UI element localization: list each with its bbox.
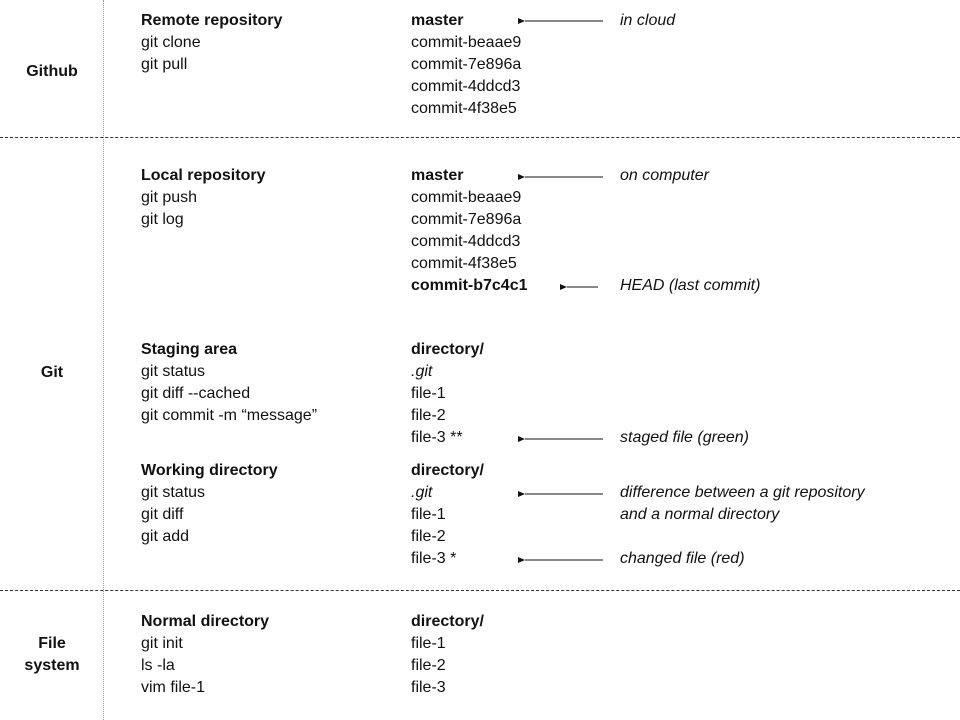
staging-file: file-2 <box>411 407 446 424</box>
working-command: git diff <box>141 506 184 523</box>
working-title: Working directory <box>141 462 278 479</box>
staging-file: file-1 <box>411 385 446 402</box>
normal-title: Normal directory <box>141 613 270 630</box>
normal-command: git init <box>141 635 183 652</box>
normal-command: vim file-1 <box>141 679 206 696</box>
staging-command: git diff --cached <box>141 385 251 402</box>
normal-file: file-2 <box>411 657 446 674</box>
local-title: Local repository <box>141 167 266 184</box>
section-label-filesystem: File system <box>0 633 104 677</box>
staging-file: file-3 ** <box>411 429 463 446</box>
remote-commit: commit-4ddcd3 <box>411 78 521 95</box>
remote-commit: commit-4f38e5 <box>411 100 517 117</box>
working-file: file-3 * <box>411 550 457 567</box>
local-commit: commit-4ddcd3 <box>411 233 521 250</box>
working-file: .git <box>411 484 433 501</box>
working-command: git status <box>141 484 206 501</box>
working-note-git-line2: and a normal directory <box>620 506 780 523</box>
staging-note: staged file (green) <box>620 429 749 446</box>
section-label-github: Github <box>26 63 78 80</box>
section-divider-vertical <box>103 0 104 720</box>
working-note-git-line1: difference between a git repository <box>620 484 865 501</box>
local-note-head: HEAD (last commit) <box>620 277 761 294</box>
local-note-branch: on computer <box>620 167 709 184</box>
normal-file: file-3 <box>411 679 446 696</box>
remote-title: Remote repository <box>141 12 283 29</box>
local-head-commit: commit-b7c4c1 <box>411 277 528 294</box>
section-label-git: Git <box>40 364 64 381</box>
section-label-filesystem-line2: system <box>24 657 80 674</box>
staging-dir: directory/ <box>411 341 484 358</box>
normal-dir: directory/ <box>411 613 484 630</box>
staging-command: git status <box>141 363 206 380</box>
section-divider-git-filesystem <box>0 590 960 591</box>
section-label-filesystem-line1: File <box>38 635 66 652</box>
staging-title: Staging area <box>141 341 238 358</box>
remote-branch: master <box>411 12 464 29</box>
normal-file: file-1 <box>411 635 446 652</box>
normal-command: ls -la <box>141 657 175 674</box>
remote-commit: commit-7e896a <box>411 56 522 73</box>
remote-commit: commit-beaae9 <box>411 34 522 51</box>
staging-command: git commit -m “message” <box>141 407 318 424</box>
local-branch: master <box>411 167 464 184</box>
remote-note: in cloud <box>620 12 676 29</box>
staging-file: .git <box>411 363 433 380</box>
remote-command: git pull <box>141 56 188 73</box>
local-commit: commit-beaae9 <box>411 189 522 206</box>
section-divider-github-git <box>0 137 960 138</box>
local-commit: commit-4f38e5 <box>411 255 517 272</box>
working-file: file-2 <box>411 528 446 545</box>
local-commit: commit-7e896a <box>411 211 522 228</box>
local-command: git push <box>141 189 198 206</box>
working-note-changed: changed file (red) <box>620 550 745 567</box>
remote-command: git clone <box>141 34 201 51</box>
working-file: file-1 <box>411 506 446 523</box>
working-command: git add <box>141 528 190 545</box>
local-command: git log <box>141 211 184 228</box>
working-dir: directory/ <box>411 462 484 479</box>
